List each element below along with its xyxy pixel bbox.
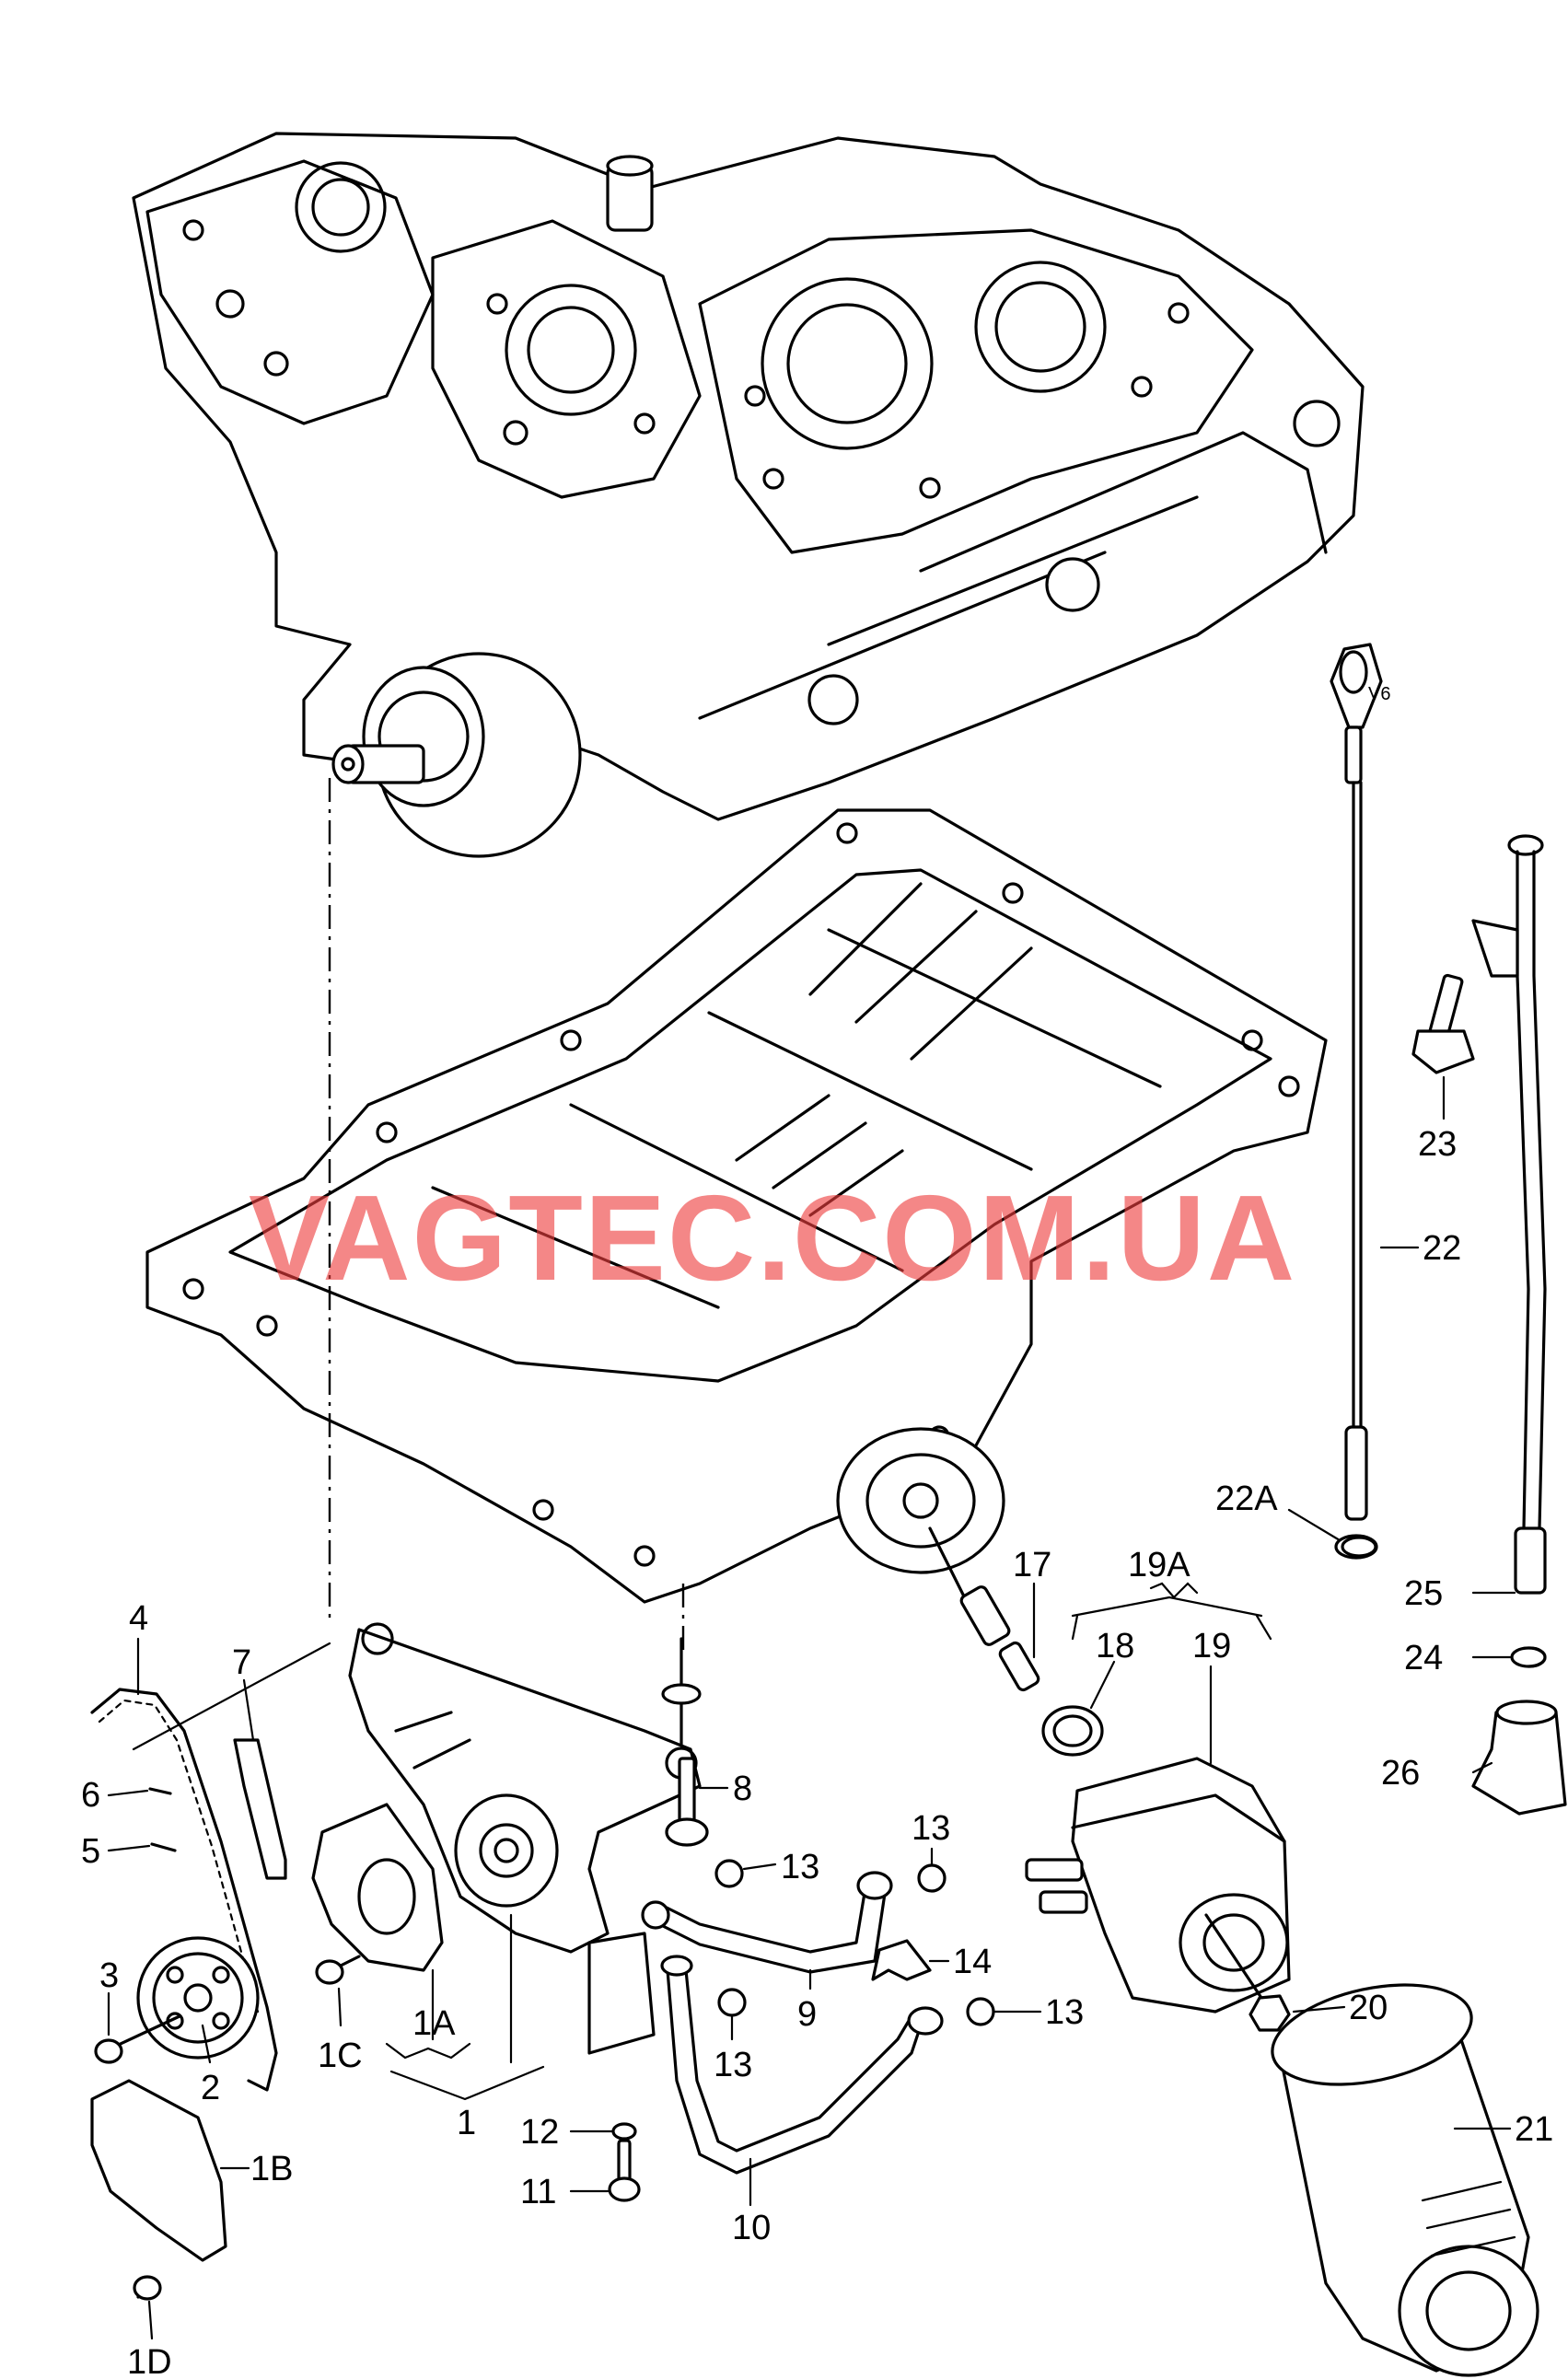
callout-2: 2	[201, 2069, 220, 2107]
oil-pipe-9	[641, 1871, 893, 1974]
callout-10: 10	[732, 2209, 771, 2247]
bolt-8	[665, 1757, 709, 1847]
callout-24: 24	[1404, 1639, 1443, 1677]
watermark: VAGTEC.COM.UA	[249, 1170, 1296, 1306]
seal-22a	[1341, 1536, 1377, 1558]
leader-lines	[107, 1075, 1516, 2340]
bolt-11	[608, 2139, 641, 2202]
oil-pump	[348, 1622, 702, 1954]
seal-26	[1471, 1700, 1567, 1816]
callout-1d: 1D	[127, 2343, 172, 2379]
callout-19: 19	[1192, 1627, 1231, 1665]
seal-ring-13d	[966, 1997, 995, 2026]
nut-20	[1204, 1913, 1291, 2032]
callout-4: 4	[129, 1599, 148, 1638]
callout-1a: 1A	[412, 2004, 456, 2043]
crankshaft-snout	[331, 652, 582, 858]
callout-8: 8	[733, 1770, 752, 1808]
callout-25: 25	[1404, 1574, 1443, 1613]
callout-19a: 19A	[1128, 1546, 1191, 1584]
clip-14	[871, 1939, 932, 1981]
callout-26: 26	[1381, 1754, 1420, 1793]
callout-3: 3	[99, 1956, 119, 1995]
oil-pipe-10	[587, 1932, 944, 2175]
threaded-connector-17	[928, 1526, 1040, 1692]
oil-filter	[1271, 1983, 1539, 2377]
callout-labels: 4 7 6 5 3 2 1C 1A 1 1B 1D 8 13 13 14 9 1…	[81, 1125, 1553, 2379]
engine-block	[132, 132, 1365, 858]
bolt-1d	[133, 2275, 162, 2301]
callout-23: 23	[1418, 1125, 1457, 1164]
callout-5: 5	[81, 1832, 100, 1871]
callout-1: 1	[457, 2104, 476, 2142]
callout-1c: 1C	[318, 2037, 363, 2075]
callout-11: 11	[520, 2173, 556, 2211]
chain-tensioner	[233, 1738, 287, 1880]
pin-5	[150, 1842, 177, 1852]
washer-12	[611, 2122, 637, 2141]
callout-12: 12	[520, 2113, 559, 2152]
callout-22: 22	[1423, 1229, 1461, 1268]
callout-18: 18	[1096, 1627, 1134, 1665]
sprocket	[136, 1936, 260, 2060]
seal-ring-13b	[917, 1863, 947, 1893]
dipstick-guide-tube	[1471, 834, 1547, 1668]
pump-cover	[311, 1803, 444, 1972]
bolt-1c	[315, 1955, 361, 1985]
callout-22a: 22A	[1215, 1480, 1278, 1518]
callout-17: 17	[1013, 1546, 1051, 1584]
callout-1b: 1B	[250, 2150, 293, 2188]
pin-6	[148, 1787, 172, 1795]
callout-14: 14	[953, 1943, 992, 1981]
oil-cooler	[1025, 1757, 1291, 2013]
drive-chain	[90, 1688, 278, 2092]
callout-20: 20	[1349, 1989, 1388, 2027]
callout-7: 7	[232, 1643, 251, 1682]
dipstick: V6	[1330, 643, 1390, 1560]
seal-ring-13c	[717, 1988, 747, 2017]
callout-6: 6	[81, 1776, 100, 1815]
callout-21: 21	[1515, 2110, 1553, 2149]
seal-24	[1510, 1646, 1547, 1668]
seal-ring-13a	[714, 1859, 744, 1888]
callout-9: 9	[797, 1995, 817, 2034]
callout-13-b: 13	[781, 1848, 819, 1886]
callout-13-d: 13	[714, 2046, 752, 2084]
oil-pan-upper	[145, 808, 1328, 1604]
seal-18	[1041, 1705, 1104, 1757]
bolt-23	[1411, 973, 1475, 1074]
dipstick-mark: V6	[1368, 684, 1390, 704]
bolt-3	[94, 2014, 181, 2064]
callout-13-c: 13	[1045, 1993, 1084, 2032]
chain-cover	[90, 2079, 227, 2262]
callout-13-a: 13	[912, 1809, 950, 1848]
